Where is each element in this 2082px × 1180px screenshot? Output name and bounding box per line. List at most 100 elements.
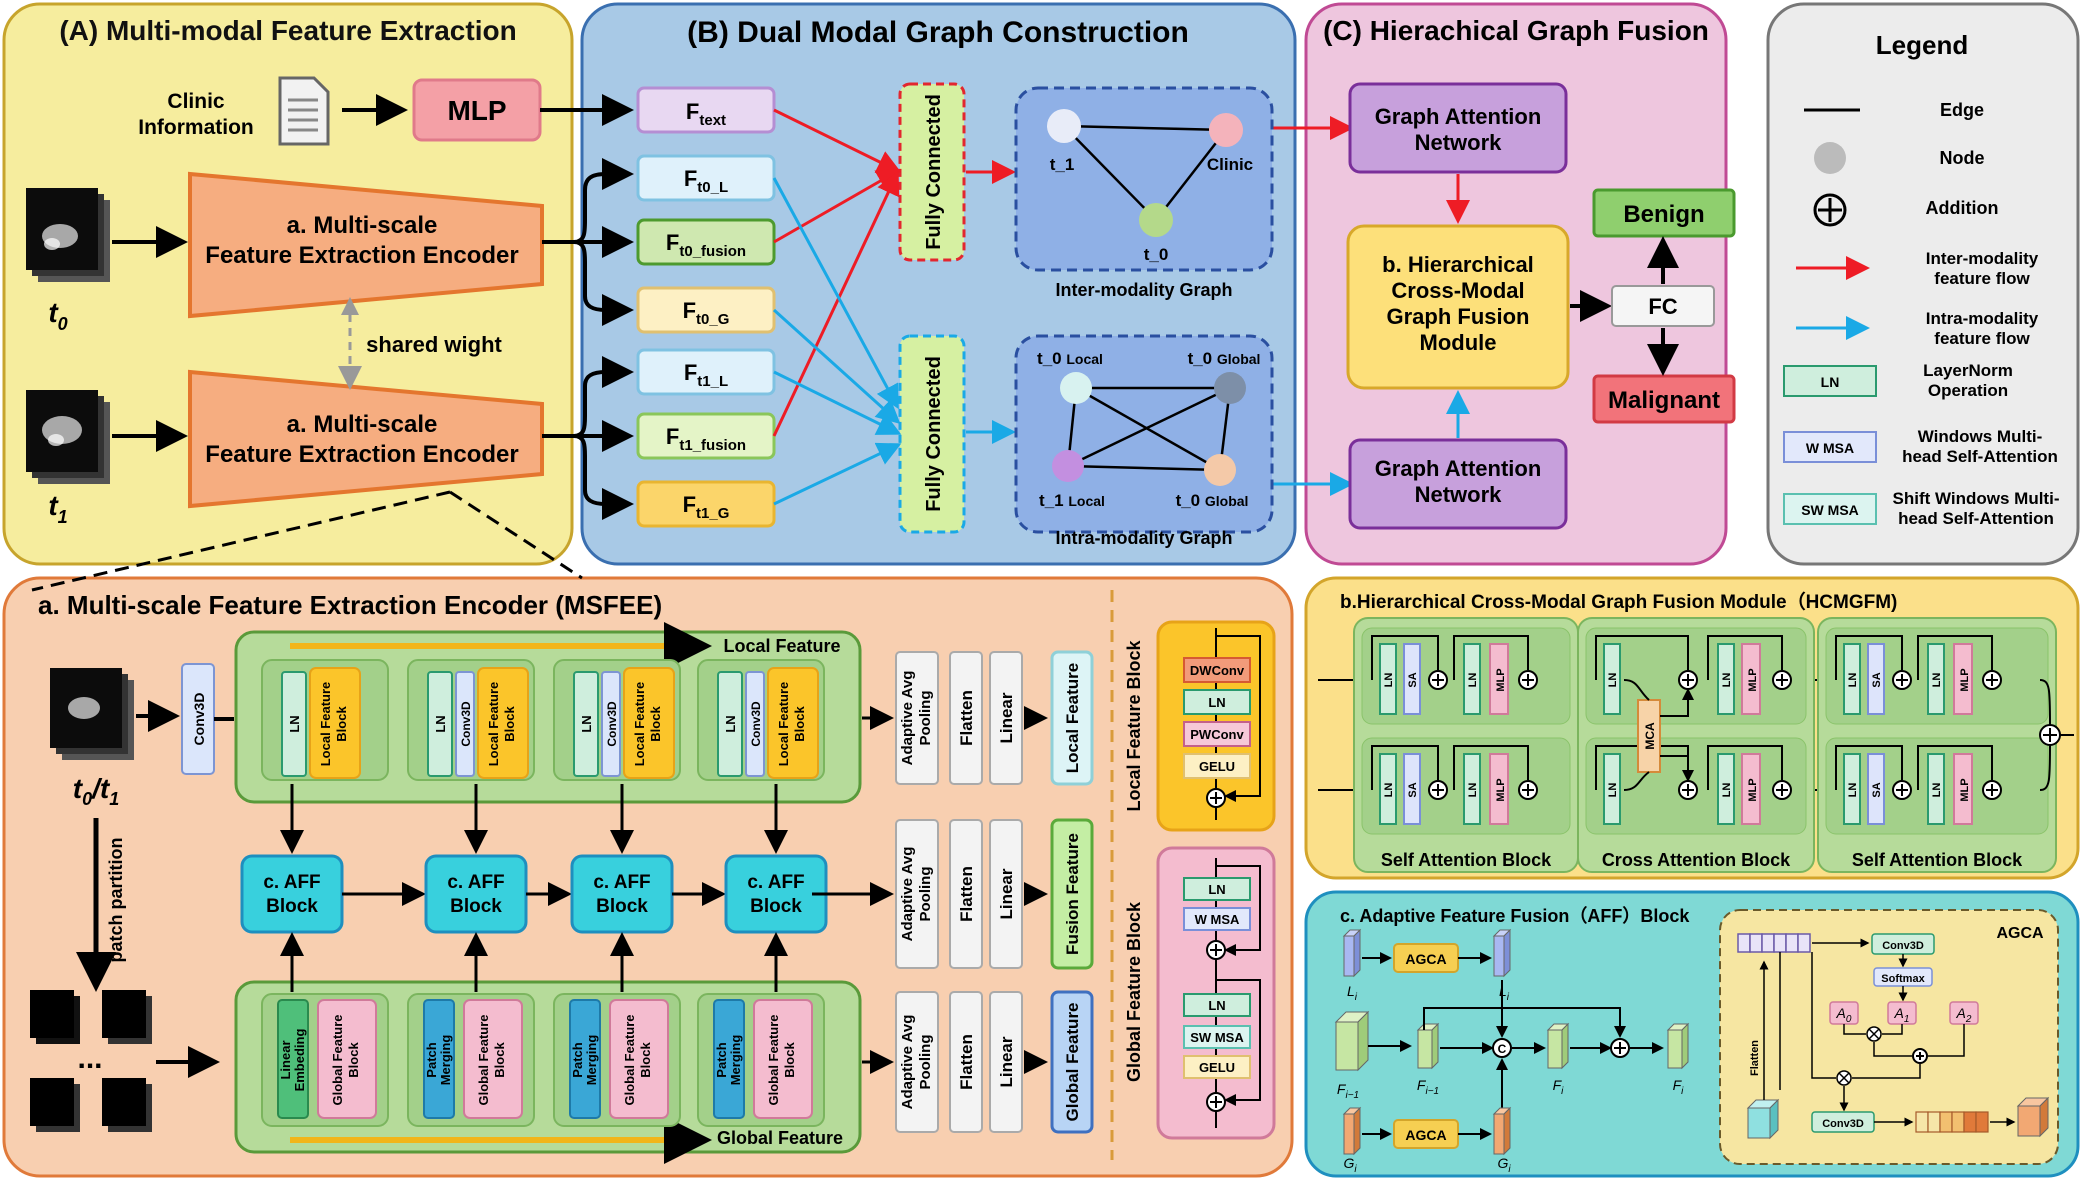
gfb-label: Global Feature: [330, 1014, 345, 1105]
mlp-block: [1489, 753, 1509, 825]
ln-block: [1379, 643, 1397, 715]
ln-block: [1927, 753, 1945, 825]
ln-label: LN: [1467, 673, 1479, 688]
g-label: Gi: [1343, 1155, 1357, 1175]
global-feature-block: [609, 999, 669, 1119]
concat-label: C: [1498, 1042, 1507, 1056]
lfb-label: Block: [648, 706, 663, 742]
svg-text:Malignant: Malignant: [1608, 387, 1720, 414]
attention-label: A1: [1894, 1005, 1910, 1025]
svg-text:t_0 Global: t_0 Global: [1188, 349, 1261, 368]
stage-label: Merging: [728, 1035, 743, 1086]
local-feature-block-detail: Local Feature Block DWConv LN PWConv GEL…: [1124, 620, 1276, 832]
ln-label: LN: [1931, 673, 1943, 688]
f-out-cube: [1666, 1022, 1690, 1070]
ln-block: [1843, 753, 1861, 825]
svg-text:Clinic: Clinic: [1207, 155, 1253, 174]
sa-label: SA: [1407, 782, 1419, 797]
global-feature-block-detail: Global Feature Block LN W MSA LN SW MSA …: [1124, 846, 1276, 1140]
flatten-label: Flatten: [957, 1034, 976, 1090]
mlp-block: [1953, 643, 1973, 715]
hcmgfm-title: b.Hierarchical Cross-Modal Graph Fusion …: [1340, 590, 1897, 613]
global-feature-block: [317, 999, 377, 1119]
ln-block: [1463, 753, 1481, 825]
benign-box: Benign: [1592, 188, 1736, 238]
svg-text:GELU: GELU: [1199, 759, 1235, 774]
lfb-label: Local Feature: [486, 682, 501, 767]
output-label: Fusion Feature: [1063, 833, 1082, 955]
encoder-t0: a. Multi-scale Feature Extraction Encode…: [188, 171, 544, 319]
graph-node: [1052, 450, 1084, 482]
block-label: Self Attention Block: [1381, 850, 1552, 870]
svg-text:b. Hierarchical: b. Hierarchical: [1382, 252, 1534, 277]
mlp-label: MLP: [1747, 668, 1759, 691]
ln-block: [427, 671, 453, 777]
pool-box: [895, 819, 939, 969]
feature-f-t0-l: Ft0_L: [636, 154, 776, 202]
agca-label: AGCA: [1405, 1127, 1446, 1143]
hcmgfm-blocks: LN SA LN MLP LN SA LN MLP Self Attention Block LN…: [1318, 617, 2074, 873]
mlp-label: MLP: [1495, 668, 1507, 691]
sa-block: [1867, 753, 1885, 825]
mlp-block: [1953, 753, 1973, 825]
ln-block: [1717, 643, 1735, 715]
sa-label: SA: [1407, 672, 1419, 687]
pool-label: Adaptive Avg: [899, 671, 916, 766]
patch-partition-label: patch partition: [106, 838, 126, 963]
local-feature-block: [767, 667, 819, 779]
ct-image-input: [50, 668, 134, 760]
local-feature-block: [477, 667, 529, 779]
svg-text:...: ...: [77, 1042, 102, 1075]
feature-f-t1-l: Ft1_L: [636, 348, 776, 396]
lfb-label: Local Feature: [632, 682, 647, 767]
legend-node-dot: [1814, 142, 1846, 174]
f-out-label: Fi: [1673, 1077, 1685, 1097]
pool-label: Pooling: [917, 691, 934, 746]
aff-title: c. Adaptive Feature Fusion（AFF）Block: [1340, 906, 1690, 926]
svg-text:W MSA: W MSA: [1195, 912, 1240, 927]
graph-node: [1209, 113, 1243, 147]
f-tilde-label: Fi: [1553, 1077, 1565, 1097]
pool-label: Adaptive Avg: [899, 847, 916, 942]
patch-merging-block: [423, 999, 455, 1119]
ln-block: [1843, 643, 1861, 715]
legend-edge: Edge: [1940, 100, 1984, 120]
ln-block: [1603, 753, 1621, 825]
aff-label: Block: [450, 896, 502, 917]
ln-label: LN: [1721, 673, 1733, 688]
f-prev-label: Fi−1: [1337, 1081, 1359, 1101]
svg-text:t_0 Global: t_0 Global: [1176, 491, 1249, 510]
graph-node: [1214, 372, 1246, 404]
panel-b-title: (B) Dual Modal Graph Construction: [687, 16, 1189, 49]
svg-text:DWConv: DWConv: [1190, 663, 1245, 678]
svg-text:Graph Attention: Graph Attention: [1375, 456, 1542, 481]
aff-label: c. AFF: [747, 872, 804, 893]
ln-label: LN: [1847, 783, 1859, 798]
global-feature-block: [463, 999, 523, 1119]
stage-label: Linear: [278, 1040, 293, 1079]
mca-label: MCA: [1643, 722, 1657, 750]
fully-connected-inter: Fully Connected: [898, 82, 966, 262]
flatten-box: [949, 819, 983, 969]
pool-label: Pooling: [917, 867, 934, 922]
svg-text:t_1 Local: t_1 Local: [1039, 491, 1105, 510]
t0-label: t0: [48, 297, 67, 334]
feature-f-text: Ftext: [636, 86, 776, 134]
ln-label: LN: [1847, 673, 1859, 688]
gfb-label: Block: [492, 1042, 507, 1078]
ln-label: LN: [579, 715, 594, 732]
legend-addition: Addition: [1926, 198, 1999, 218]
conv3d-input: Conv3D: [181, 663, 215, 775]
svg-text:a. Multi-scale: a. Multi-scale: [287, 411, 438, 438]
stage-label: Patch: [714, 1042, 729, 1077]
malignant-box: Malignant: [1592, 374, 1736, 424]
gfb-label: Global Feature: [622, 1014, 637, 1105]
